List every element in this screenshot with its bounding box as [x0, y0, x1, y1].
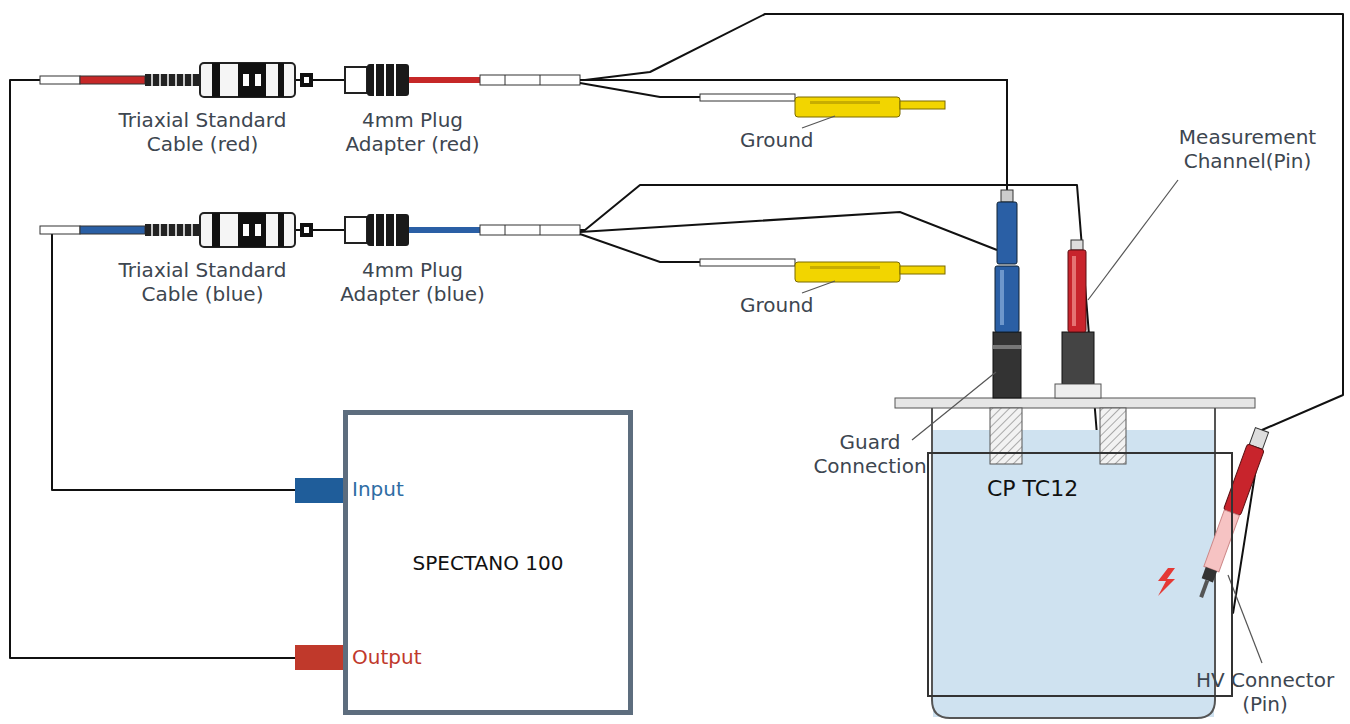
ground-label: Ground: [740, 128, 814, 152]
input-port: [295, 478, 345, 503]
callout-label: HV Connector (Pin): [1185, 668, 1345, 716]
lid: [895, 398, 1255, 408]
cable-label: Triaxial Standard Cable (blue): [95, 258, 310, 306]
output-port: [295, 645, 345, 670]
ground-plug: [700, 94, 945, 117]
electrode: [1100, 408, 1126, 464]
port-label: Input: [352, 477, 404, 501]
port-label: Output: [352, 645, 421, 669]
blue-plug: [1001, 190, 1013, 202]
leader-line: [802, 116, 1262, 663]
callout-label: Guard Connection: [805, 430, 935, 478]
cable-label: Triaxial Standard Cable (red): [95, 108, 310, 156]
callout-label: Measurement Channel(Pin): [1160, 125, 1335, 173]
liquid: [933, 430, 1214, 717]
red-cable: [40, 63, 580, 97]
electrode: [990, 408, 1022, 464]
test-cell-box: CP TC12: [927, 452, 1233, 697]
red-plug: [1071, 240, 1083, 250]
blue-cable: [40, 213, 580, 247]
node-title: SPECTANO 100: [413, 551, 564, 575]
instrument-box: SPECTANO 100: [343, 410, 633, 715]
adapter-label: 4mm Plug Adapter (blue): [330, 258, 495, 306]
node-title: CP TC12: [987, 476, 1231, 501]
ground-plug: [700, 259, 945, 282]
measurement-socket: [1062, 332, 1094, 384]
hv-warning-symbol: [1158, 568, 1175, 596]
ground-label: Ground: [740, 293, 814, 317]
adapter-label: 4mm Plug Adapter (red): [330, 108, 495, 156]
branch-wires: [580, 80, 1007, 262]
guard-socket: [993, 332, 1021, 398]
